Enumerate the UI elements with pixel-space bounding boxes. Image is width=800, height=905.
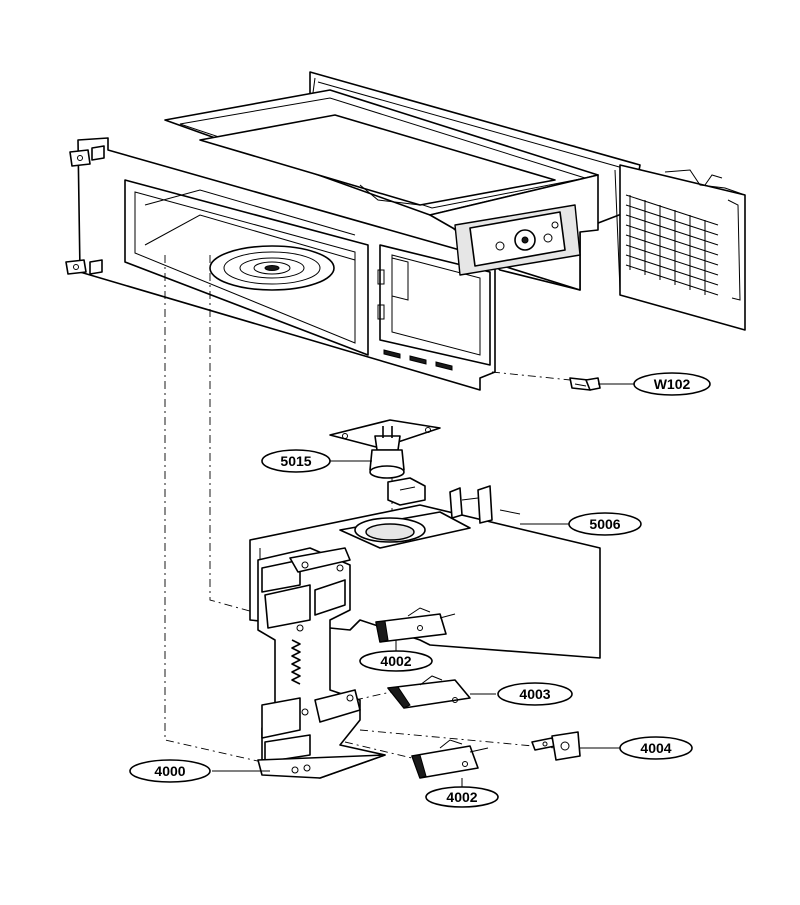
svg-text:5015: 5015 bbox=[280, 453, 311, 469]
svg-text:4003: 4003 bbox=[519, 686, 550, 702]
part-4004-clip bbox=[531, 731, 581, 761]
vent-holes-pattern bbox=[625, 194, 719, 296]
label-5006: 5006 bbox=[568, 512, 642, 536]
part-5006-latch-bracket bbox=[249, 477, 601, 659]
svg-text:4002: 4002 bbox=[446, 789, 477, 805]
svg-text:4002: 4002 bbox=[380, 653, 411, 669]
label-4004: 4004 bbox=[619, 736, 693, 760]
label-4002-lower: 4002 bbox=[425, 786, 499, 808]
label-4002-upper: 4002 bbox=[359, 650, 433, 672]
svg-text:4004: 4004 bbox=[640, 740, 671, 756]
part-4002-switch-upper bbox=[375, 607, 456, 643]
svg-text:4000: 4000 bbox=[154, 763, 185, 779]
part-4000-latch-frame bbox=[257, 547, 386, 779]
oven-cavity-assembly bbox=[65, 71, 746, 391]
svg-text:5006: 5006 bbox=[589, 516, 620, 532]
part-4002-switch-lower bbox=[411, 739, 489, 779]
label-w102: W102 bbox=[633, 372, 711, 396]
screw-w102 bbox=[569, 377, 601, 391]
label-4003: 4003 bbox=[497, 682, 573, 706]
leader-lines bbox=[212, 383, 636, 788]
svg-text:W102: W102 bbox=[654, 376, 691, 392]
label-5015: 5015 bbox=[261, 449, 331, 473]
part-4003-switch bbox=[387, 675, 471, 709]
label-4000: 4000 bbox=[129, 759, 211, 783]
part-5015-fixture bbox=[329, 419, 441, 479]
